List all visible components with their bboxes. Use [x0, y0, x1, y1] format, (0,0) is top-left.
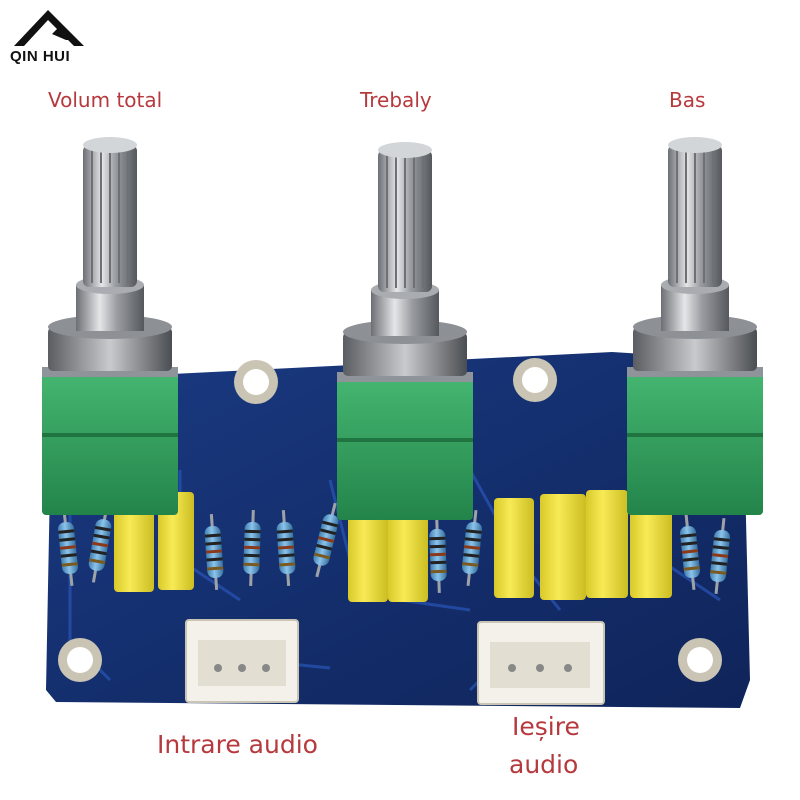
treble-potentiometer	[336, 141, 474, 521]
output-label-line1: Ieșire	[512, 712, 580, 741]
input-label: Intrare audio	[157, 730, 318, 759]
output-label-line2: audio	[509, 750, 579, 779]
bass-potentiometer	[626, 136, 764, 516]
brand-logo: QIN HUI	[10, 48, 71, 65]
volume-potentiometer	[41, 136, 179, 516]
output-connector	[477, 621, 605, 705]
treble-label: Trebaly	[360, 88, 432, 112]
bass-label: Bas	[669, 88, 706, 112]
logo-mark	[14, 10, 84, 46]
volume-label: Volum total	[48, 88, 163, 112]
input-connector	[185, 619, 299, 703]
capacitor	[114, 490, 672, 602]
